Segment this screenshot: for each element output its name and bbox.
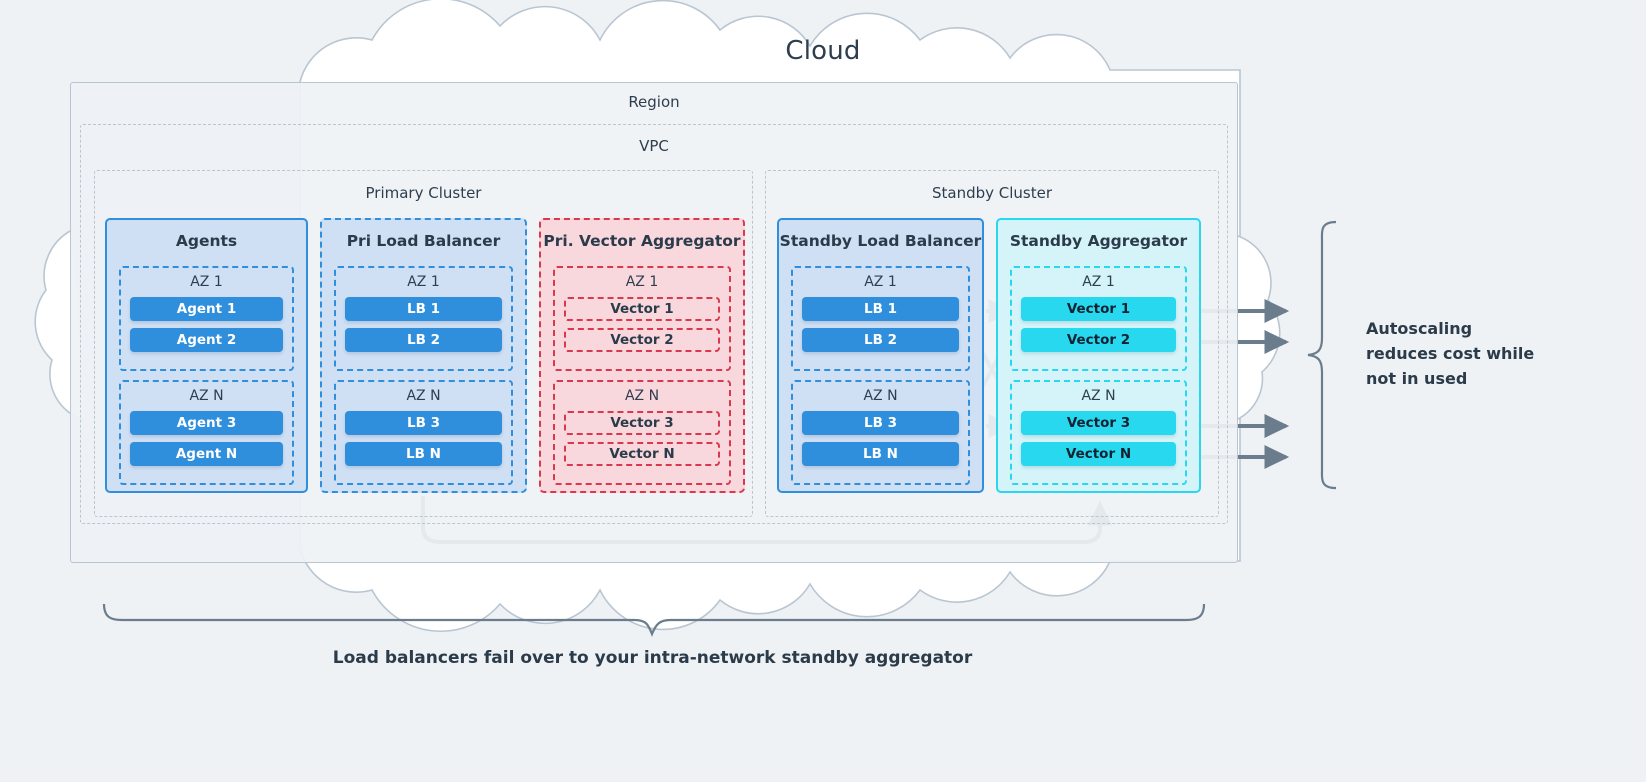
node-standby-lb-n[interactable]: LB N [802,442,959,466]
primary-lb-az-1: AZ 1 LB 1 LB 2 [334,266,513,371]
node-standby-vector-3[interactable]: Vector 3 [1021,411,1176,435]
node-agent-1[interactable]: Agent 1 [130,297,283,321]
node-vector-n[interactable]: Vector N [564,442,720,466]
node-standby-vector-n[interactable]: Vector N [1021,442,1176,466]
panel-primary-vector-aggregator[interactable]: Pri. Vector Aggregator AZ 1 Vector 1 Vec… [539,218,745,493]
cloud-label: Cloud [785,36,861,66]
panel-title-standby-load-balancer: Standby Load Balancer [779,232,982,250]
agents-az-n: AZ N Agent 3 Agent N [119,380,294,485]
node-vector-1[interactable]: Vector 1 [564,297,720,321]
az-label: AZ N [406,388,441,404]
vector-az-1: AZ 1 Vector 1 Vector 2 [553,266,731,371]
failover-caption: Load balancers fail over to your intra-n… [332,648,973,668]
panel-title-agents: Agents [175,232,238,250]
primary-lb-az-n: AZ N LB 3 LB N [334,380,513,485]
panel-title-primary-vector-aggregator: Pri. Vector Aggregator [543,232,741,250]
autoscaling-caption-line-2: reduces cost while [1366,344,1535,363]
panel-primary-load-balancer[interactable]: Pri Load Balancer AZ 1 LB 1 LB 2 AZ N LB… [320,218,527,493]
failover-bracket [102,603,1206,637]
panel-title-standby-aggregator: Standby Aggregator [1009,232,1188,250]
node-lb-n[interactable]: LB N [345,442,502,466]
node-standby-lb-2[interactable]: LB 2 [802,328,959,352]
node-lb-1[interactable]: LB 1 [345,297,502,321]
primary-cluster-label: Primary Cluster [365,184,482,202]
az-label: AZ N [189,388,224,404]
az-label: AZ 1 [407,274,440,290]
node-standby-vector-1[interactable]: Vector 1 [1021,297,1176,321]
node-lb-2[interactable]: LB 2 [345,328,502,352]
standby-cluster-label: Standby Cluster [931,184,1053,202]
az-label: AZ 1 [864,274,897,290]
node-agent-3[interactable]: Agent 3 [130,411,283,435]
az-label: AZ N [1081,388,1116,404]
vpc-label: VPC [639,137,669,155]
node-vector-3[interactable]: Vector 3 [564,411,720,435]
node-lb-3[interactable]: LB 3 [345,411,502,435]
primary-cluster-container: Primary Cluster [94,170,753,517]
node-agent-n[interactable]: Agent N [130,442,283,466]
panel-title-primary-load-balancer: Pri Load Balancer [346,232,501,250]
region-label: Region [628,93,680,111]
vpc-container: VPC [80,124,1228,524]
az-label: AZ N [624,388,660,404]
az-label: AZ 1 [190,274,223,290]
node-standby-lb-3[interactable]: LB 3 [802,411,959,435]
autoscaling-caption-line-1: Autoscaling [1366,319,1473,338]
standby-lb-az-n: AZ N LB 3 LB N [791,380,970,485]
az-label: AZ 1 [1082,274,1115,290]
autoscaling-caption: Autoscaling reduces cost while not in us… [1366,316,1596,391]
az-label: AZ 1 [625,274,659,290]
node-standby-lb-1[interactable]: LB 1 [802,297,959,321]
node-agent-2[interactable]: Agent 2 [130,328,283,352]
vector-az-n: AZ N Vector 3 Vector N [553,380,731,485]
standby-cluster-container: Standby Cluster [765,170,1219,517]
panel-standby-load-balancer[interactable]: Standby Load Balancer AZ 1 LB 1 LB 2 AZ … [777,218,984,493]
panel-agents[interactable]: Agents AZ 1 Agent 1 Agent 2 AZ N Agent 3… [105,218,308,493]
standby-agg-az-1: AZ 1 Vector 1 Vector 2 [1010,266,1187,371]
autoscaling-caption-line-3: not in used [1366,369,1468,388]
standby-lb-az-1: AZ 1 LB 1 LB 2 [791,266,970,371]
node-vector-2[interactable]: Vector 2 [564,328,720,352]
autoscaling-bracket [1307,220,1337,490]
agents-az-1: AZ 1 Agent 1 Agent 2 [119,266,294,371]
az-label: AZ N [863,388,898,404]
node-standby-vector-2[interactable]: Vector 2 [1021,328,1176,352]
panel-standby-aggregator[interactable]: Standby Aggregator AZ 1 Vector 1 Vector … [996,218,1201,493]
standby-agg-az-n: AZ N Vector 3 Vector N [1010,380,1187,485]
